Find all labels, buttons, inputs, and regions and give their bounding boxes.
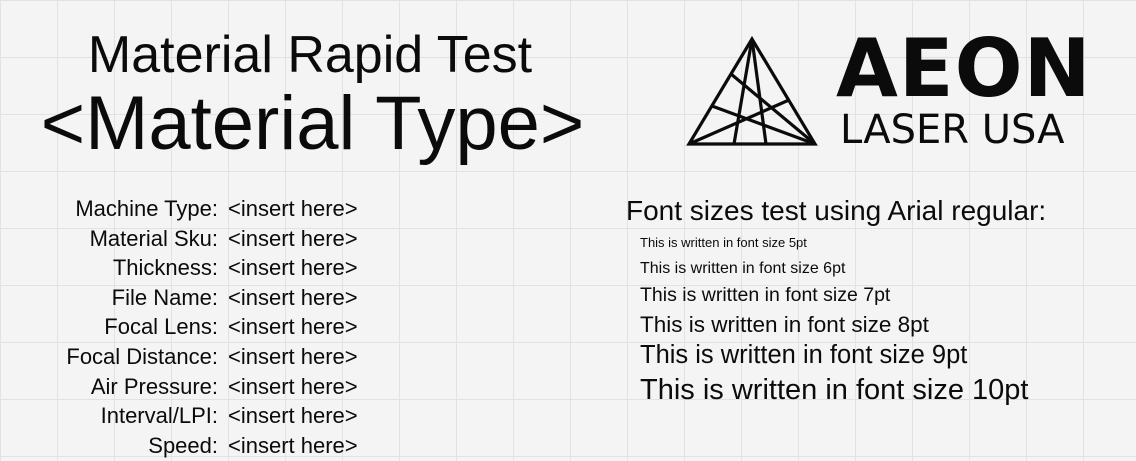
spec-label: Speed:: [148, 432, 218, 458]
spec-list: Machine Type: <insert here> Material Sku: <…: [0, 194, 358, 461]
spec-value: <insert here>: [228, 255, 358, 281]
spec-row: Machine Type: <insert here>: [0, 194, 358, 224]
spec-row: File Name: <insert here>: [0, 283, 358, 313]
spec-value: <insert here>: [228, 432, 358, 458]
font-test-title: Font sizes test using Arial regular:: [626, 195, 1047, 226]
spec-label: Focal Lens:: [104, 314, 218, 340]
spec-label: Machine Type:: [75, 196, 218, 221]
spec-label: Thickness:: [112, 255, 218, 281]
spec-row: Speed: <insert here>: [0, 431, 358, 461]
spec-value: <insert here>: [228, 314, 358, 340]
font-sample: This is written in font size 8pt: [640, 312, 929, 337]
spec-value: <insert here>: [228, 373, 358, 399]
spec-value: <insert here>: [228, 403, 358, 429]
font-sample: This is written in font size 5pt: [640, 235, 807, 250]
spec-label: Material Sku:: [89, 225, 218, 251]
spec-row: Focal Lens: <insert here>: [0, 312, 358, 342]
spec-value: <insert here>: [228, 284, 358, 310]
spec-row: Air Pressure: <insert here>: [0, 372, 358, 402]
page-title: Material Rapid Test: [87, 26, 533, 84]
spec-label: Air Pressure:: [90, 373, 218, 399]
spec-value: <insert here>: [228, 196, 358, 221]
font-sample: This is written in font size 10pt: [640, 374, 1029, 406]
spec-row: Interval/LPI: <insert here>: [0, 401, 358, 431]
spec-label: Focal Distance:: [66, 343, 218, 369]
triangle-logo-icon: [686, 36, 818, 146]
spec-label: Interval/LPI:: [100, 403, 218, 429]
spec-value: <insert here>: [228, 225, 358, 251]
font-sample: This is written in font size 6pt: [640, 260, 846, 277]
spec-label: File Name:: [111, 284, 218, 310]
font-sample: This is written in font size 9pt: [640, 341, 968, 369]
font-sample: This is written in font size 7pt: [640, 284, 891, 306]
brand-name: AEON: [836, 22, 1092, 115]
spec-value: <insert here>: [228, 343, 358, 369]
material-type-placeholder: <Material Type>: [40, 81, 585, 166]
spec-row: Thickness: <insert here>: [0, 253, 358, 283]
spec-row: Material Sku: <insert here>: [0, 224, 358, 254]
spec-row: Focal Distance: <insert here>: [0, 342, 358, 372]
brand-subtitle: LASER USA: [840, 107, 1065, 153]
